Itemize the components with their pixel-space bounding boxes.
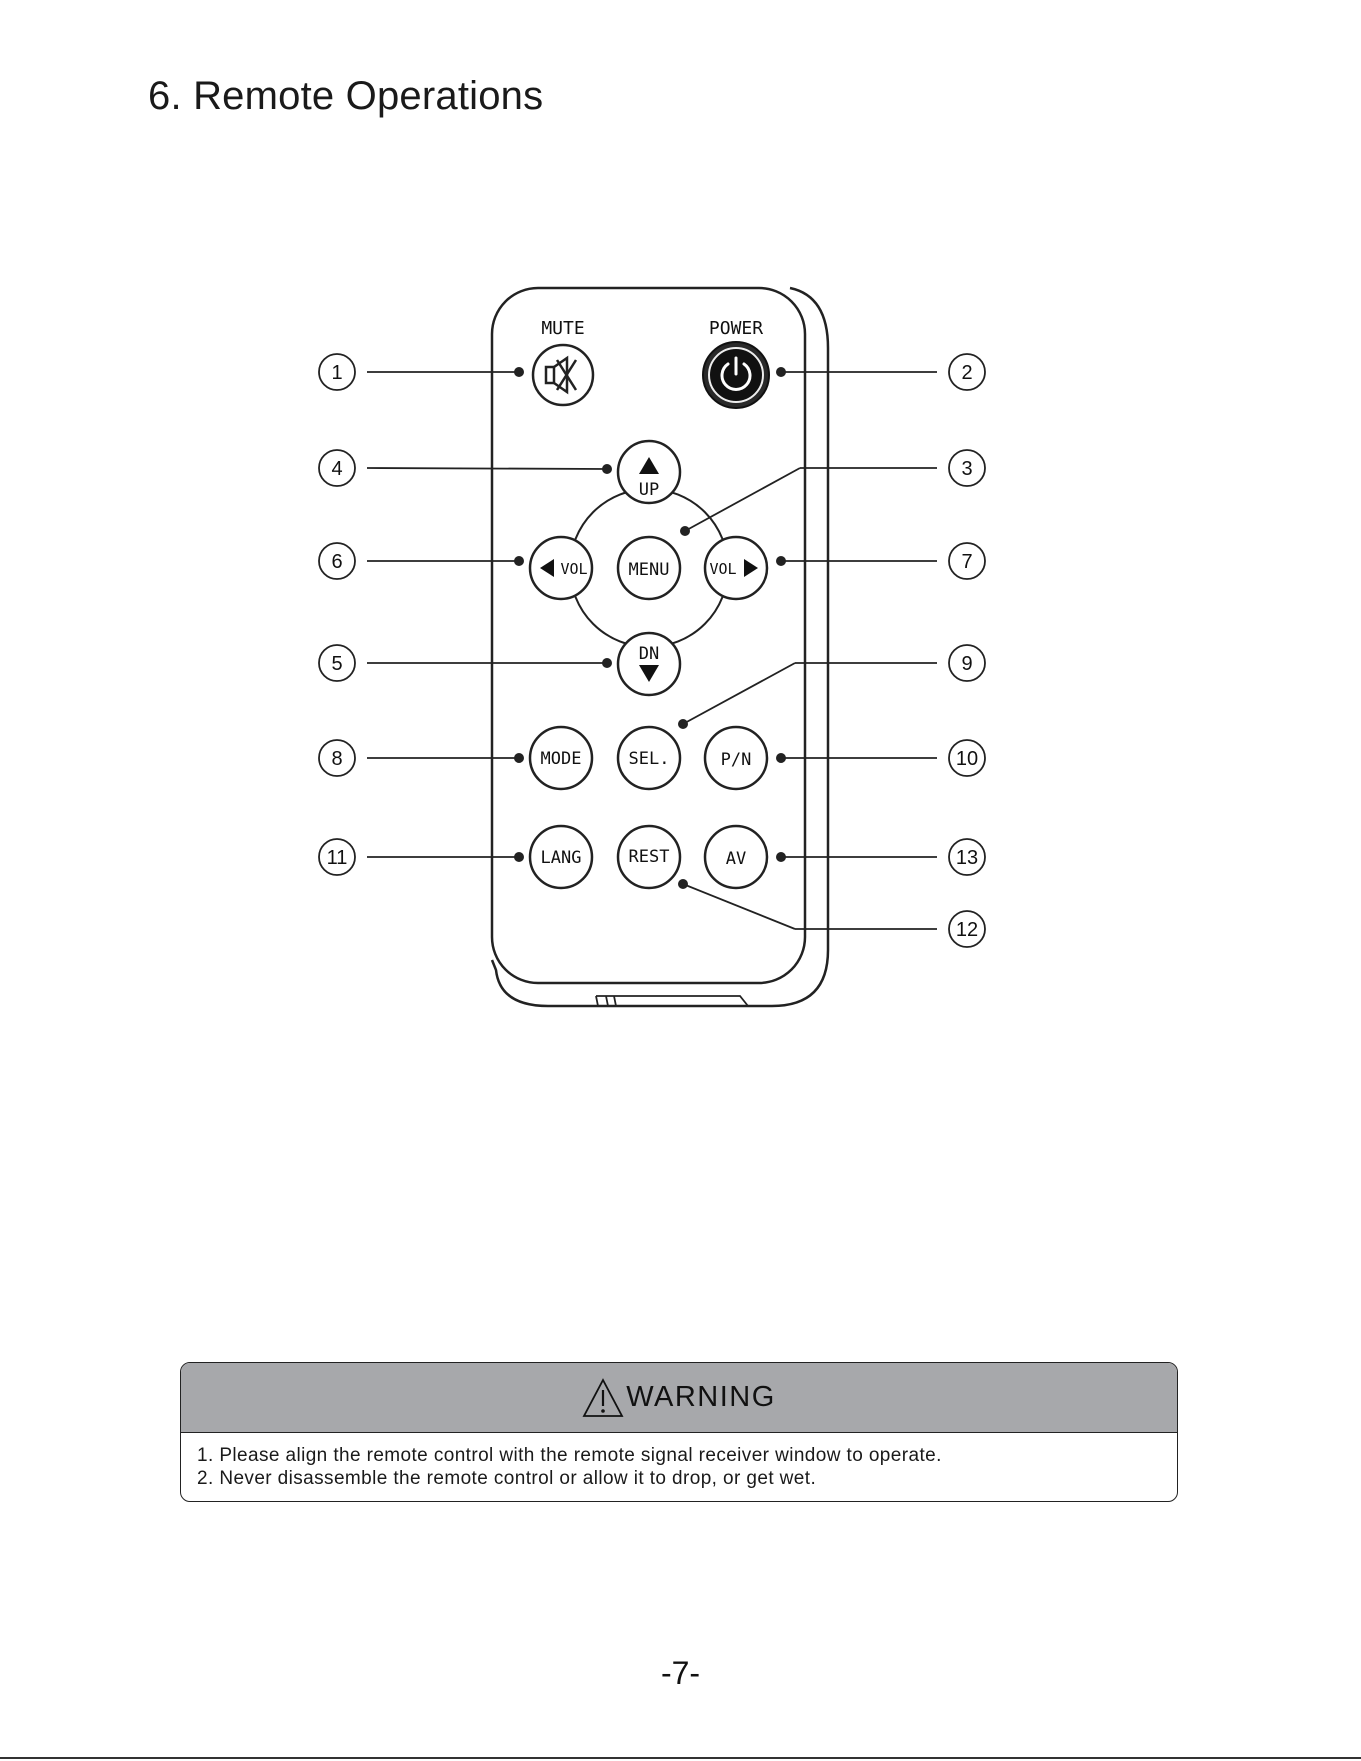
lang-button[interactable]: LANG [530,826,592,888]
sel-button[interactable]: SEL. [618,727,680,789]
warning-triangle-icon [582,1378,624,1418]
warning-body: 1. Please align the remote control with … [181,1433,1177,1490]
page-number: -7- [0,1655,1361,1692]
warning-title: WARNING [626,1381,776,1414]
up-button[interactable]: UP [618,441,680,503]
callout-5: 5 [331,653,342,675]
callout-8: 8 [331,748,342,770]
down-label: DN [639,644,659,664]
pn-label: P/N [721,750,752,770]
av-label: AV [726,849,746,869]
callout-2: 2 [961,362,972,384]
rest-label: REST [629,847,670,867]
up-label: UP [639,480,659,500]
mode-label: MODE [541,749,582,769]
vol-down-button[interactable]: VOL [530,537,592,599]
callout-10: 10 [956,748,978,770]
bottom-rule [0,1757,1361,1759]
callout-6: 6 [331,551,342,573]
mute-label: MUTE [541,318,584,339]
sel-label: SEL. [629,749,670,769]
callout-3: 3 [961,458,972,480]
down-button[interactable]: DN [618,633,680,695]
callout-7: 7 [961,551,972,573]
callout-11: 11 [327,847,348,869]
power-button[interactable] [703,342,769,408]
callout-12: 12 [956,919,978,941]
rest-button[interactable]: REST [618,826,680,888]
battery-compartment [596,996,748,1006]
vol-up-button[interactable]: VOL [705,537,767,599]
pn-button[interactable]: P/N [705,727,767,789]
callout-13: 13 [956,847,978,869]
warning-line: 2. Never disassemble the remote control … [197,1467,1177,1490]
warning-header: WARNING [181,1363,1177,1433]
vol-up-label: VOL [709,560,736,578]
callout-4: 4 [331,458,342,480]
warning-box: WARNING 1. Please align the remote contr… [180,1362,1178,1502]
callout-1: 1 [331,362,342,384]
av-button[interactable]: AV [705,826,767,888]
power-label: POWER [709,318,763,339]
lang-label: LANG [541,848,582,868]
vol-down-label: VOL [560,560,587,578]
mute-button[interactable] [533,345,593,405]
warning-line: 1. Please align the remote control with … [197,1444,1177,1467]
menu-label: MENU [629,560,670,580]
menu-button[interactable]: MENU [618,537,680,599]
callout-9: 9 [961,653,972,675]
mode-button[interactable]: MODE [530,727,592,789]
